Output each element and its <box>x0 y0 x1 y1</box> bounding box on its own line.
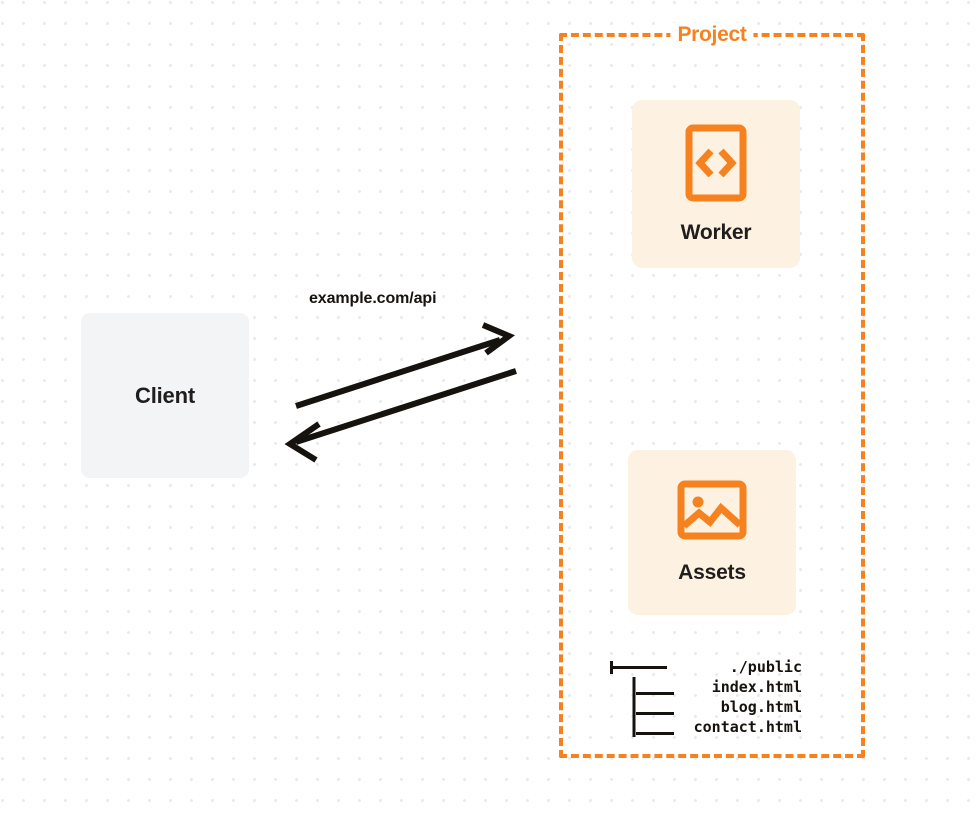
file-tree-item-row: blog.html <box>609 657 802 717</box>
client-label: Client <box>135 382 195 408</box>
project-group: Project <box>559 23 865 758</box>
file-tree-item-row: contact.html <box>609 677 802 737</box>
worker-node[interactable]: Worker <box>632 100 800 268</box>
edge-label-url: example.com/api <box>309 290 437 307</box>
code-brackets-icon <box>685 124 747 207</box>
client-node[interactable]: Client <box>81 313 249 478</box>
project-title: Project <box>670 23 754 47</box>
tree-branch-icon <box>632 637 704 737</box>
file-tree-root-row: ./public <box>609 617 802 676</box>
file-tree-item-label: contact.html <box>693 718 802 736</box>
assets-node[interactable]: Assets <box>628 450 796 615</box>
tree-branch-icon <box>632 657 704 757</box>
worker-label: Worker <box>680 220 752 244</box>
tree-branch-icon <box>632 677 704 777</box>
response-arrow <box>284 368 517 463</box>
file-tree-item-row: index.html <box>609 637 802 697</box>
assets-label: Assets <box>678 561 746 584</box>
request-arrow <box>295 322 516 409</box>
assets-file-tree: ./public index.html blog.html <box>609 617 802 737</box>
tree-branch-root-icon <box>609 617 681 717</box>
file-tree-item-label: blog.html <box>720 698 802 716</box>
file-tree-root-label: ./public <box>729 658 802 676</box>
file-tree-item-label: index.html <box>711 678 802 696</box>
image-icon <box>677 480 747 545</box>
